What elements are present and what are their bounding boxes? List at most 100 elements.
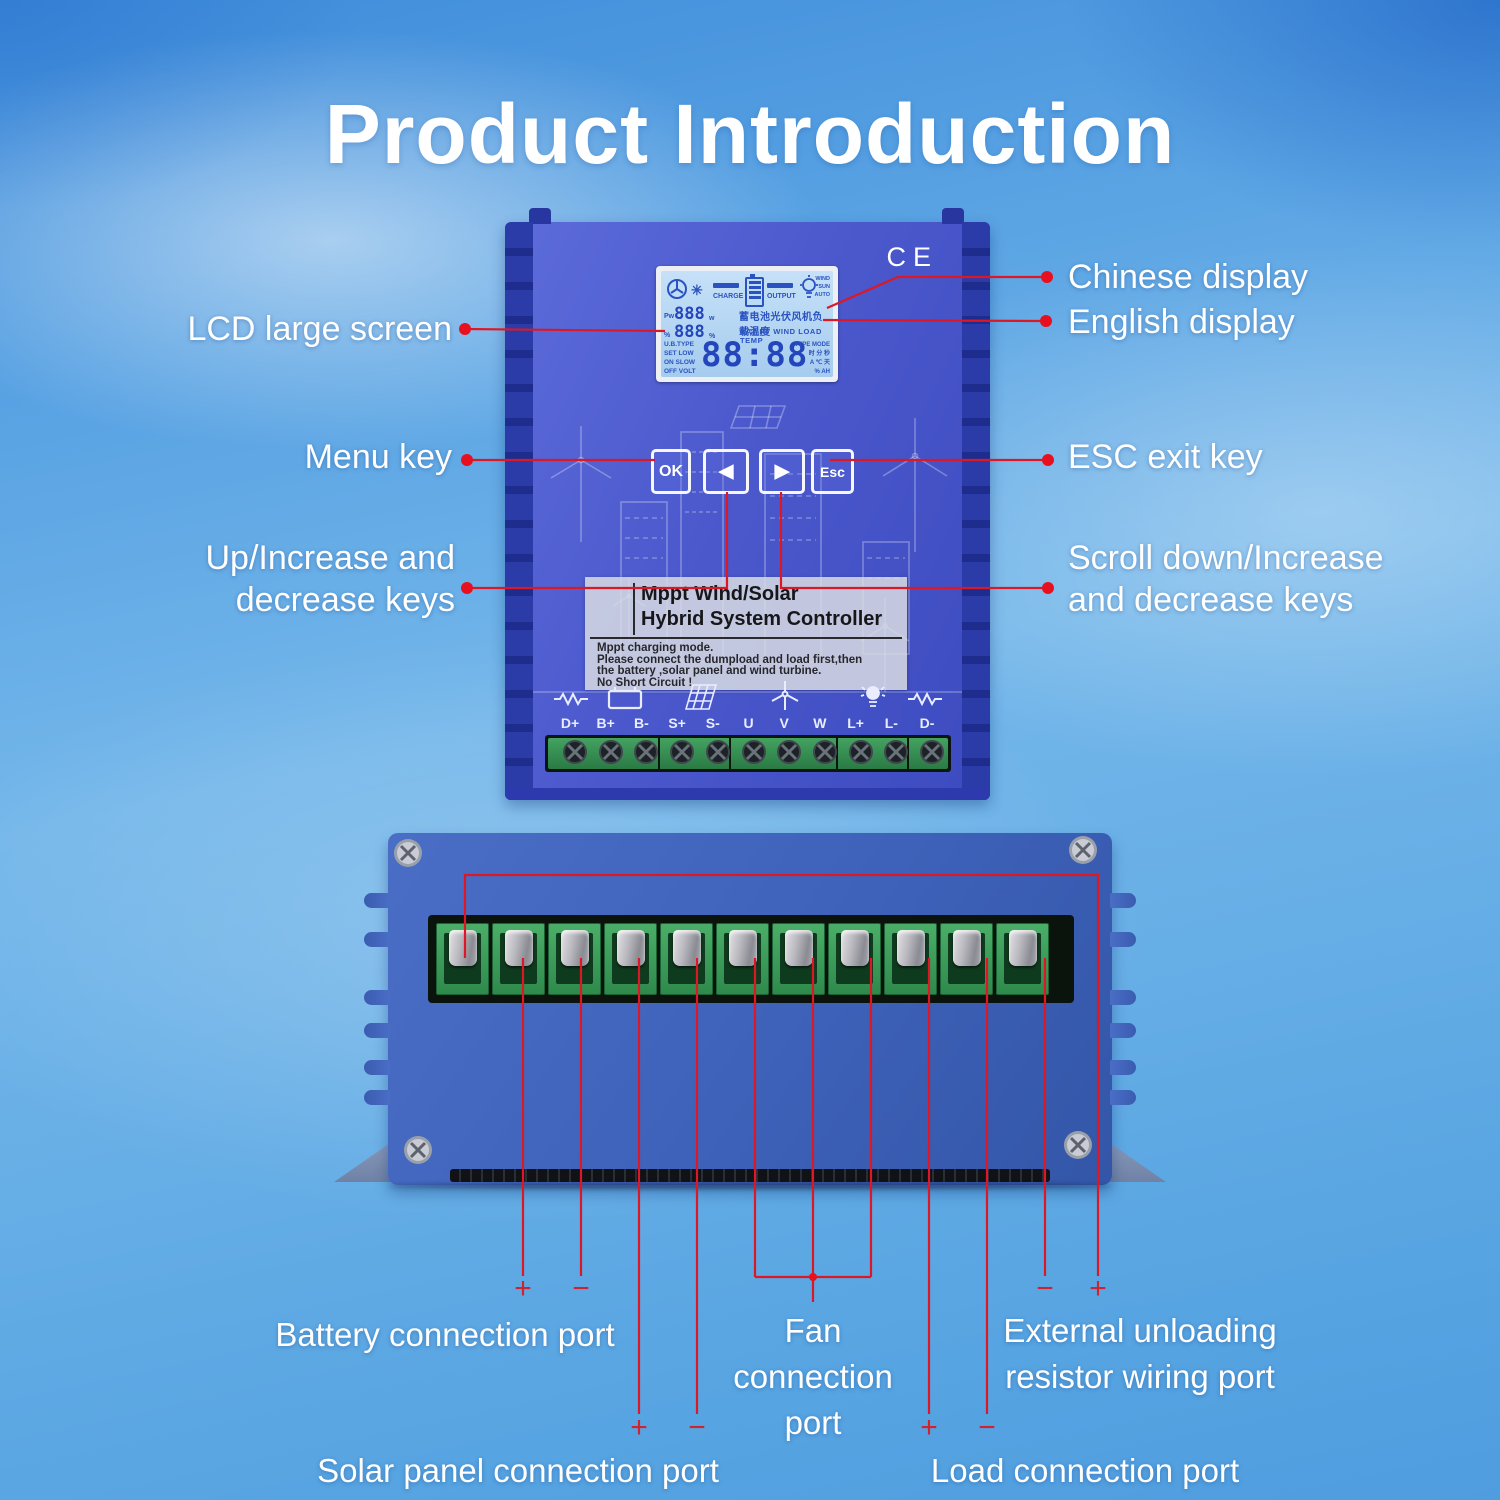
callout-up-line1: Up/Increase and <box>205 539 456 577</box>
lcd-mode-label: SUN <box>818 284 830 290</box>
terminal-screw <box>634 740 659 764</box>
terminal-clamp <box>504 930 533 966</box>
callout-scroll-line1: Scroll down/Increase <box>1068 539 1384 577</box>
battery-port-label: Battery connection port <box>275 1316 615 1353</box>
bottom-terminal-cell <box>828 923 881 995</box>
lcd-screen: ✳ CHARGE OUTPUT WIND SUN AUTO Pw <box>656 266 838 382</box>
charge-label: CHARGE <box>713 293 744 300</box>
terminal-clamp <box>672 930 701 966</box>
terminal-clamp <box>840 930 869 966</box>
battery-icon <box>745 274 764 307</box>
bottom-terminal-cell <box>716 923 769 995</box>
bottom-terminal-cell <box>772 923 825 995</box>
lcd-chinese-row: 蓄电池光伏风机负载温度 <box>739 312 823 338</box>
controller-bottom-view <box>364 833 1136 1189</box>
output-bar <box>767 283 793 288</box>
lcd-left-label: U.B.TYPE <box>664 341 694 348</box>
wind-turbine-icon <box>771 681 799 710</box>
terminal-icons-row <box>505 681 990 714</box>
terminal-clamp <box>1008 930 1037 966</box>
resistor-icon <box>554 692 588 706</box>
terminal-screw <box>598 740 623 764</box>
fan-port-line2: connection <box>733 1358 893 1395</box>
terminal-clamp <box>728 930 757 966</box>
lcd-mode-label: WIND <box>815 276 830 282</box>
load-minus-mark: − <box>978 1411 996 1444</box>
terminal-separator <box>836 738 838 769</box>
external-plus-mark: + <box>1089 1272 1107 1305</box>
terminal-clamp <box>448 930 477 966</box>
lcd-right-label: A ℃ 天 <box>809 360 830 366</box>
terminal-label-L-: L- <box>884 715 898 731</box>
corner-screw <box>1064 1131 1092 1159</box>
callout-english: English display <box>1068 303 1295 341</box>
callout-esc: ESC exit key <box>1068 438 1263 476</box>
heatsink-fin <box>1110 1060 1136 1075</box>
terminal-label-D+: D+ <box>560 715 580 731</box>
external-minus-mark: − <box>1036 1272 1054 1305</box>
terminal-screw <box>741 740 766 764</box>
terminal-recess <box>428 915 1074 1003</box>
bulb-icon <box>800 275 818 298</box>
lcd-left-label: ON SLOW <box>664 359 696 366</box>
lcd-right-label: 时 分 秒 <box>808 351 830 357</box>
external-port-line2: resistor wiring port <box>1005 1358 1275 1395</box>
terminal-label-V: V <box>779 715 789 731</box>
corner-screw <box>404 1136 432 1164</box>
terminal-label-D-: D- <box>919 715 935 731</box>
heatsink-fin <box>1110 990 1136 1005</box>
terminal-screw <box>670 740 695 764</box>
corner-screw <box>1069 836 1097 864</box>
bottom-terminal-cell <box>604 923 657 995</box>
heatsink-fin <box>364 990 390 1005</box>
terminal-screw <box>777 740 802 764</box>
terminal-clamp <box>896 930 925 966</box>
terminal-screw <box>563 740 587 764</box>
bottom-terminal-cell <box>548 923 601 995</box>
controller-front-view: CE <box>505 208 990 800</box>
load-plus-mark: + <box>920 1411 938 1444</box>
heatsink-fin <box>364 1060 390 1075</box>
wind-turbine-icon: ✳ <box>667 279 703 299</box>
pw-prefix: Pw <box>664 313 675 320</box>
fan-port-line1: Fan <box>784 1312 842 1349</box>
pw-value: 888 <box>674 304 705 324</box>
terminal-clamp <box>784 930 813 966</box>
lcd-right-label: TYPE MODE <box>794 342 830 348</box>
product-label-panel: Mppt Wind/Solar Hybrid System Controller… <box>585 577 907 690</box>
left-arrow-button: ◀ <box>703 449 749 494</box>
lcd-display: ✳ CHARGE OUTPUT WIND SUN AUTO Pw <box>661 271 833 377</box>
mounting-tab <box>942 208 964 224</box>
panel-title-line1: Mppt Wind/Solar <box>641 583 799 605</box>
esc-button: Esc <box>811 449 854 494</box>
terminal-screw <box>848 740 873 764</box>
pct-value: 888 <box>674 322 705 342</box>
battery-minus-mark: − <box>572 1272 590 1305</box>
heatsink-fin <box>1110 893 1136 908</box>
terminal-screw <box>920 740 944 764</box>
resistor-icon <box>908 692 942 706</box>
bottom-terminal-cell <box>940 923 993 995</box>
lcd-english-row: BAT PV WIND LOAD TEMP <box>740 327 822 345</box>
heatsink-fin <box>364 932 390 947</box>
terminal-clamp <box>560 930 589 966</box>
bottom-terminal-cell <box>884 923 937 995</box>
corner-screw <box>394 839 422 867</box>
terminal-screw <box>884 740 909 764</box>
heatsink-fin <box>1110 1023 1136 1038</box>
lcd-right-label: % AH <box>814 369 830 375</box>
lcd-left-label: OFF VOLT <box>664 368 696 375</box>
page-title: Product Introduction <box>324 87 1176 181</box>
pct-prefix: % <box>664 332 671 339</box>
callout-scroll-line2: and decrease keys <box>1068 581 1354 619</box>
terminal-label-U: U <box>743 715 754 731</box>
terminal-label-S+: S+ <box>668 715 686 731</box>
panel-rule <box>590 637 902 639</box>
lcd-left-label: SET LOW <box>664 350 694 357</box>
callout-lcd: LCD large screen <box>187 310 452 348</box>
battery-icon <box>607 687 643 710</box>
external-port-line1: External unloading <box>1003 1312 1277 1349</box>
panel-note-line: the battery ,solar panel and wind turbin… <box>597 665 822 677</box>
terminal-separator <box>729 738 731 769</box>
